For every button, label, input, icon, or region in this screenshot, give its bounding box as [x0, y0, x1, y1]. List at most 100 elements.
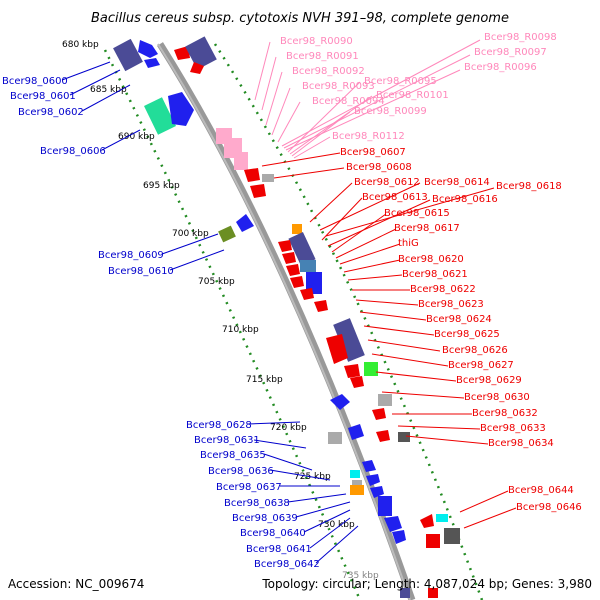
gene-label: Bcer98_0624	[426, 314, 492, 325]
right-leaders	[261, 152, 517, 529]
gene-feature	[378, 496, 392, 516]
gene-label: Bcer98_0635	[200, 450, 266, 461]
gene-label: Bcer98_0609	[98, 250, 164, 261]
gene-feature	[168, 92, 194, 126]
genome-backbone	[157, 42, 416, 600]
gene-feature	[350, 376, 364, 388]
gene-feature	[244, 168, 260, 182]
gene-label: Bcer98_0600	[2, 76, 68, 87]
rna-label: Bcer98_R0095	[364, 76, 437, 87]
gene-label: Bcer98_0630	[464, 392, 530, 403]
gene-feature	[144, 58, 160, 68]
topology-text: Topology: circular; Length: 4,087,024 bp…	[261, 577, 592, 591]
gene-label: Bcer98_0620	[398, 254, 464, 265]
outer-right-track	[213, 43, 484, 600]
gene-feature	[138, 40, 158, 58]
genome-backbone-highlight	[157, 43, 411, 600]
gene-label: Bcer98_0625	[434, 329, 500, 340]
gene-feature	[236, 214, 254, 232]
gene-label: Bcer98_0615	[384, 208, 450, 219]
gene-feature	[364, 362, 378, 376]
kbp-label: 695 kbp	[143, 181, 180, 191]
rna-leaders	[254, 39, 481, 159]
gene-label: Bcer98_0601	[10, 91, 76, 102]
gene-feature	[350, 485, 364, 495]
left-labels: Bcer98_0600 Bcer98_0601 Bcer98_0602 Bcer…	[2, 76, 320, 570]
gene-feature	[398, 432, 410, 442]
gene-feature	[366, 474, 380, 486]
rna-label: Bcer98_R0096	[464, 62, 537, 73]
gene-feature	[392, 530, 406, 544]
gene-feature	[286, 264, 300, 276]
rna-label: Bcer98_R0093	[302, 81, 375, 92]
gene-feature	[370, 486, 384, 498]
kbp-label: 730 kbp	[318, 520, 355, 530]
rna-labels: Bcer98_R0090 Bcer98_R0091 Bcer98_R0092 B…	[280, 32, 557, 142]
gene-label: Bcer98_0634	[488, 438, 554, 449]
rna-label: Bcer98_R0097	[474, 47, 547, 58]
gene-feature	[290, 276, 304, 288]
gene-label: Bcer98_0622	[410, 284, 476, 295]
gene-feature	[234, 152, 248, 170]
gene-label: Bcer98_0632	[472, 408, 538, 419]
gene-label: Bcer98_0616	[432, 194, 498, 205]
gene-feature	[376, 430, 390, 442]
gene-feature	[185, 36, 217, 70]
rna-label: Bcer98_R0098	[484, 32, 557, 43]
gene-label: Bcer98_0623	[418, 299, 484, 310]
gene-feature	[333, 318, 365, 362]
gene-label: Bcer98_0617	[394, 223, 460, 234]
gene-feature	[348, 424, 364, 440]
right-labels: Bcer98_0607 Bcer98_0608 Bcer98_0612 Bcer…	[340, 147, 582, 513]
kbp-label: 715 kbp	[246, 375, 283, 385]
left-leaders	[61, 61, 359, 564]
gene-feature	[292, 224, 302, 234]
kbp-label: 735 kbp	[342, 571, 379, 581]
kbp-label: 705 kbp	[198, 277, 235, 287]
gene-feature	[218, 225, 236, 243]
rna-label: Bcer98_R0099	[354, 106, 427, 117]
map-title: Bacillus cereus subsp. cytotoxis NVH 391…	[91, 11, 509, 26]
gene-feature	[174, 46, 190, 60]
gene-label: Bcer98_0638	[224, 498, 290, 509]
gene-feature	[344, 364, 360, 378]
gene-label: Bcer98_0610	[108, 266, 174, 277]
rna-label: Bcer98_R0112	[332, 131, 405, 142]
gene-label: Bcer98_0606	[40, 146, 106, 157]
gene-feature	[378, 394, 392, 406]
gene-feature	[326, 334, 348, 364]
gene-label: Bcer98_0639	[232, 513, 298, 524]
gene-feature	[288, 232, 316, 266]
gene-feature	[262, 174, 274, 182]
rna-label: Bcer98_R0094	[312, 96, 385, 107]
gene-feature	[282, 252, 296, 264]
rna-label: Bcer98_R0101	[376, 90, 449, 101]
gene-label: Bcer98_0607	[340, 147, 406, 158]
gene-feature	[350, 470, 360, 478]
gene-label: Bcer98_0628	[186, 420, 252, 431]
gene-label: Bcer98_0608	[346, 162, 412, 173]
gene-feature	[143, 97, 177, 135]
gene-feature	[330, 394, 350, 410]
accession-text: Accession: NC_009674	[8, 577, 144, 591]
kbp-label: 685 kbp	[90, 85, 127, 95]
kbp-label: 680 kbp	[62, 40, 99, 50]
gene-label: Bcer98_0613	[362, 192, 428, 203]
gene-label: Bcer98_0642	[254, 559, 320, 570]
gene-label: Bcer98_0618	[496, 181, 562, 192]
gene-feature	[400, 588, 410, 598]
gene-label: Bcer98_0602	[18, 107, 84, 118]
gene-feature	[300, 288, 314, 300]
gene-label: Bcer98_0644	[508, 485, 574, 496]
gene-feature	[190, 62, 204, 74]
left-strand-genes	[113, 38, 406, 544]
gene-label: Bcer98_0633	[480, 423, 546, 434]
gene-feature	[436, 514, 448, 522]
gene-label: Bcer98_0627	[448, 360, 514, 371]
gene-label: Bcer98_0629	[456, 375, 522, 386]
gene-feature	[300, 260, 316, 272]
gene-feature	[384, 516, 402, 532]
gene-label: Bcer98_0631	[194, 435, 260, 446]
gene-label: Bcer98_0637	[216, 482, 282, 493]
